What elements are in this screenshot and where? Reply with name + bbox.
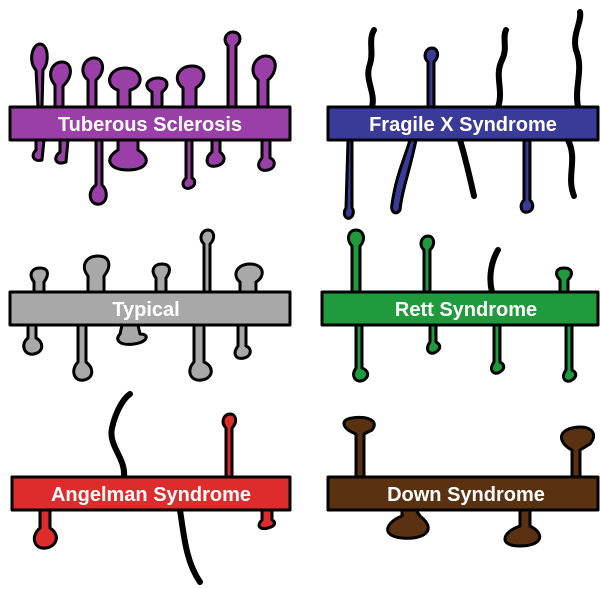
panel-angelman: Angelman Syndrome xyxy=(12,394,290,582)
panel-tuberous-sclerosis: Tuberous Sclerosis xyxy=(10,32,290,204)
label-angelman-syndrome: Angelman Syndrome xyxy=(51,484,251,506)
label-fragile-x-syndrome: Fragile X Syndrome xyxy=(369,114,557,136)
label-tuberous-sclerosis: Tuberous Sclerosis xyxy=(58,114,242,136)
label-rett-syndrome: Rett Syndrome xyxy=(395,299,537,321)
label-typical: Typical xyxy=(112,299,179,321)
panel-fragile-x: Fragile X Syndrome xyxy=(328,12,598,218)
panel-down: Down Syndrome xyxy=(328,418,598,547)
panel-typical: Typical xyxy=(10,230,290,380)
panel-rett: Rett Syndrome xyxy=(322,230,598,381)
label-down-syndrome: Down Syndrome xyxy=(387,484,545,506)
